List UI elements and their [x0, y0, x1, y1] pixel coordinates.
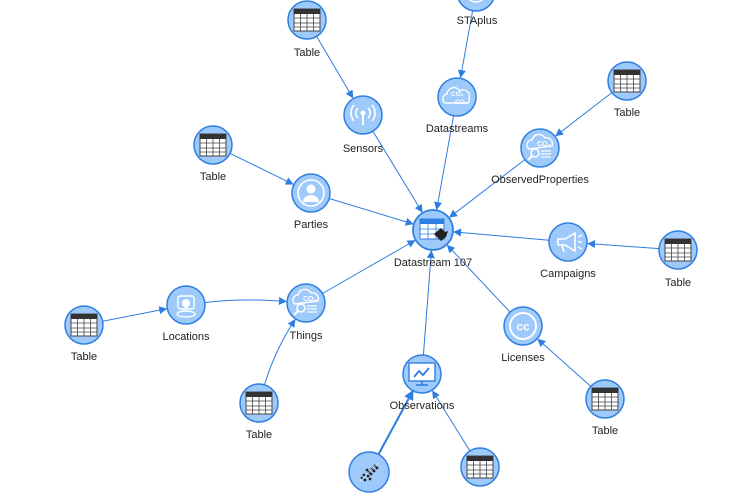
table-icon	[664, 238, 692, 262]
table-icon	[293, 8, 321, 32]
edge-t_campaigns-to-campaigns	[587, 240, 660, 250]
staplus-icon	[468, 0, 484, 3]
node-label-t-locations: Table	[71, 351, 97, 363]
node-circle	[548, 222, 588, 262]
nodes-layer: Datastream 107STAplusCO₂CO₂DatastreamsSe…	[64, 0, 698, 493]
svg-text:CO₂: CO₂	[537, 141, 551, 148]
edge-t_sensors-to-sensors	[316, 36, 354, 99]
node-things[interactable]: CO₂	[286, 283, 326, 323]
node-datastream[interactable]	[412, 209, 454, 251]
node-label-observations: Observations	[390, 400, 455, 412]
edge-licenses-to-datastream	[446, 244, 511, 313]
svg-text:CO₂: CO₂	[455, 99, 468, 106]
edge-campaigns-to-datastream	[453, 228, 550, 241]
table-icon	[245, 391, 273, 415]
node-licenses[interactable]: cc	[503, 306, 543, 346]
edge-t_locations-to-locations	[102, 306, 168, 322]
node-observations[interactable]	[402, 354, 442, 394]
location-pin-icon	[176, 295, 196, 318]
svg-text:cc: cc	[516, 320, 530, 334]
edge-t_licenses-to-licenses	[537, 338, 592, 387]
node-t-things[interactable]	[239, 383, 279, 423]
edge-staplus-to-datastreams	[457, 10, 474, 79]
edge-t_parties-to-parties	[229, 152, 294, 185]
node-observedprops[interactable]: CO₂	[520, 128, 560, 168]
node-label-licenses: Licenses	[501, 352, 545, 364]
svg-text:CO₂: CO₂	[451, 91, 464, 98]
table-icon	[70, 313, 98, 337]
monitor-chart-icon	[408, 362, 436, 386]
edge-t_things-to-things	[264, 319, 296, 385]
node-label-things: Things	[289, 330, 323, 342]
table-icon	[591, 387, 619, 411]
node-t-licenses[interactable]	[585, 379, 625, 419]
edges-layer	[102, 10, 660, 455]
co2-magnifier-icon: CO₂	[526, 133, 554, 161]
edge-locations-to-things	[204, 296, 287, 305]
sensor-antenna-icon	[350, 104, 376, 125]
edge-things-to-datastream	[322, 240, 416, 294]
edge-sensors-to-datastream	[372, 130, 423, 213]
node-label-parties: Parties	[294, 219, 329, 231]
svg-text:CO₂: CO₂	[303, 296, 317, 303]
node-label-t-observedprops: Table	[614, 107, 640, 119]
edge-observations-to-datastream	[422, 250, 435, 356]
node-label-datastreams: Datastreams	[426, 123, 489, 135]
node-label-observedprops: ObservedProperties	[491, 174, 589, 186]
edge-t_observedprops-to-observedprops	[555, 92, 613, 137]
creative-commons-icon: cc	[509, 312, 537, 340]
node-t-parties[interactable]	[193, 125, 233, 165]
node-label-t-parties: Table	[200, 171, 226, 183]
node-locations[interactable]	[166, 285, 206, 325]
node-label-datastream: Datastream 107	[394, 257, 472, 269]
table-icon	[466, 455, 494, 479]
datastream-table-icon	[419, 218, 448, 241]
node-circle	[457, 0, 495, 12]
node-staplus[interactable]	[457, 0, 495, 12]
co2-magnifier-icon: CO₂	[292, 288, 320, 316]
edge-datastreams-to-datastream	[434, 115, 455, 211]
node-circle	[437, 77, 477, 117]
node-label-campaigns: Campaigns	[540, 268, 596, 280]
table-icon	[199, 133, 227, 157]
node-t-observedprops[interactable]	[607, 61, 647, 101]
person-icon	[297, 179, 325, 207]
node-campaigns[interactable]	[548, 222, 588, 262]
node-sensors[interactable]	[343, 95, 383, 135]
table-icon	[613, 69, 641, 93]
node-label-staplus: STAplus	[457, 15, 498, 27]
scatter-plot-icon	[359, 462, 379, 482]
node-t-campaigns[interactable]	[658, 230, 698, 270]
node-label-locations: Locations	[162, 331, 210, 343]
node-scatter[interactable]	[348, 451, 390, 493]
edge-observedprops-to-datastream	[449, 159, 526, 218]
node-parties[interactable]	[291, 173, 331, 213]
edge-scatter-to-observations	[377, 389, 414, 455]
node-t-sensors[interactable]	[287, 0, 327, 40]
node-label-t-licenses: Table	[592, 425, 618, 437]
node-label-t-sensors: Table	[294, 47, 320, 59]
node-t-locations[interactable]	[64, 305, 104, 345]
node-label-t-campaigns: Table	[665, 277, 691, 289]
node-label-t-things: Table	[246, 429, 272, 441]
edge-t_observations-to-observations	[432, 390, 471, 452]
node-label-sensors: Sensors	[343, 143, 384, 155]
megaphone-icon	[557, 231, 583, 253]
edge-parties-to-datastream	[329, 198, 414, 226]
node-t-observations[interactable]	[460, 447, 500, 487]
